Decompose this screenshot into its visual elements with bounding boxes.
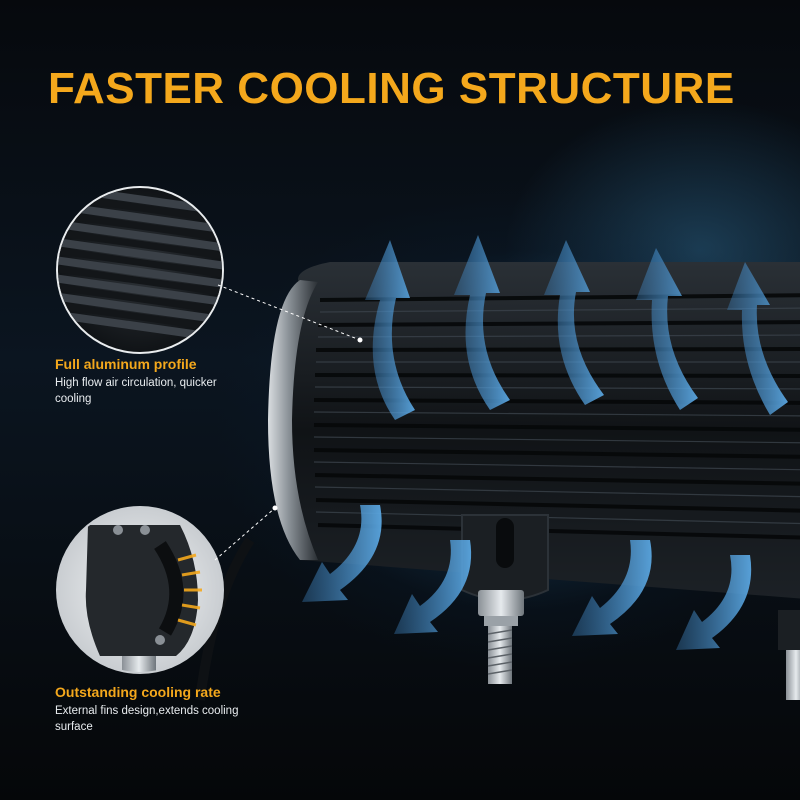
- heatsink-fins-closeup: [56, 186, 363, 354]
- airflow-arrow-icon: [394, 540, 472, 634]
- callout-title-aluminum-profile: Full aluminum profile: [55, 356, 197, 372]
- page-title: FASTER COOLING STRUCTURE: [48, 64, 735, 113]
- airflow-arrow-icon: [676, 555, 752, 650]
- airflow-arrow-icon: [636, 248, 698, 410]
- callout-description-aluminum-profile: High flow air circulation, quicker cooli…: [55, 377, 217, 405]
- airflow-arrow-icon: [727, 262, 788, 415]
- callout-title-cooling-rate: Outstanding cooling rate: [55, 684, 221, 700]
- callout-description-cooling-rate: External fins design,extends cooling sur…: [55, 705, 239, 733]
- airflow-arrow-icon: [572, 540, 652, 636]
- airflow-arrows-top: [365, 235, 788, 420]
- mounting-bolt-icon: [778, 610, 800, 700]
- light-bar-end-cap: [56, 505, 278, 674]
- mounting-bracket: [461, 514, 549, 601]
- mounting-bolt-icon: [478, 590, 524, 684]
- airflow-arrow-icon: [454, 235, 510, 410]
- airflow-arrow-icon: [544, 240, 604, 405]
- airflow-arrow-icon: [365, 240, 415, 420]
- airflow-arrow-icon: [302, 505, 382, 602]
- airflow-arrows-bottom: [302, 505, 752, 650]
